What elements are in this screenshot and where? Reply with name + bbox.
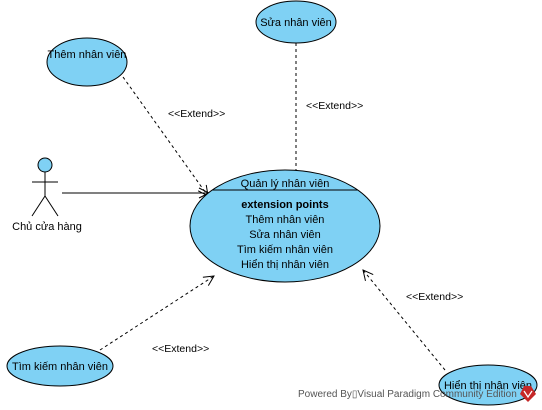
- main-use-case-shape: [189, 169, 381, 283]
- hien-use-case-shape: [438, 364, 538, 406]
- visual-paradigm-logo-icon: [520, 386, 536, 402]
- extend-label-sua: <<Extend>>: [306, 100, 363, 112]
- extension-point-4: Hiển thị nhân viên: [241, 259, 329, 271]
- use-case-tim-kiem-nhan-vien[interactable]: Tìm kiếm nhân viên: [6, 345, 114, 387]
- sua-use-case-shape: [255, 0, 337, 44]
- actor-chu-cua-hang[interactable]: Chủ cửa hàng: [12, 157, 82, 233]
- tim-use-case-shape: [6, 345, 114, 387]
- extend-label-them: <<Extend>>: [168, 108, 225, 120]
- actor-leg-left: [31, 195, 46, 217]
- actor-head: [37, 157, 53, 173]
- extend-arrow-tim: [99, 276, 214, 351]
- use-case-sua-nhan-vien[interactable]: Sửa nhân viên: [255, 0, 337, 44]
- extend-label-hien: <<Extend>>: [406, 291, 463, 303]
- tim-use-case-label: Tìm kiếm nhân viên: [12, 361, 108, 373]
- extend-arrow-them: [122, 76, 208, 196]
- extend-arrow-hien: [363, 270, 446, 371]
- use-case-them-nhan-vien[interactable]: Thêm nhân viên: [46, 37, 128, 87]
- extend-label-tim: <<Extend>>: [152, 343, 209, 355]
- extension-points-label: extension points: [241, 199, 328, 211]
- them-use-case-shape: [46, 37, 128, 87]
- them-use-case-label: Thêm nhân viên: [48, 49, 127, 61]
- extension-point-3: Tìm kiếm nhân viên: [237, 244, 333, 256]
- use-case-quan-ly-nhan-vien[interactable]: Quản lý nhân viên extension points Thêm …: [189, 169, 381, 283]
- use-case-hien-thi-nhan-vien[interactable]: Hiển thị nhân viên: [438, 364, 538, 406]
- main-use-case-title: Quản lý nhân viên: [241, 178, 330, 190]
- actor-leg-right: [44, 195, 59, 217]
- watermark-text: Powered By▯Visual Paradigm Community Edi…: [298, 389, 517, 400]
- hien-use-case-label: Hiển thị nhân viên: [444, 380, 532, 392]
- sua-use-case-label: Sửa nhân viên: [260, 17, 332, 29]
- extension-point-2: Sửa nhân viên: [249, 229, 321, 241]
- extension-point-1: Thêm nhân viên: [246, 214, 325, 226]
- actor-label: Chủ cửa hàng: [12, 221, 82, 233]
